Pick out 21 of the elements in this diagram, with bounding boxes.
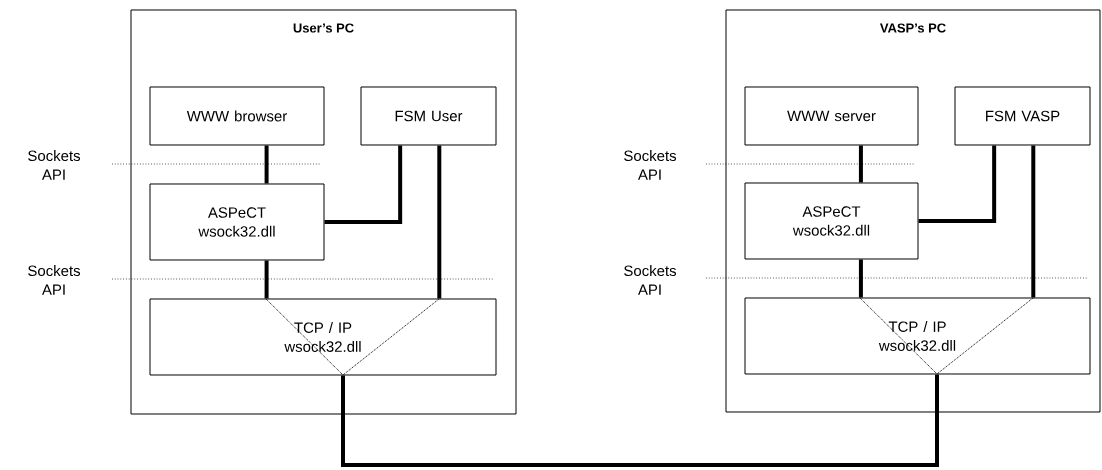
connector-line [437, 145, 442, 299]
api-label: Sockets API [28, 265, 81, 295]
layer-box: TCP / IP wsock32.dll [744, 297, 1091, 375]
connector-line [264, 260, 269, 299]
connector-line [858, 145, 863, 183]
layer-box: WWW browser [149, 86, 325, 146]
connector-line [918, 145, 997, 223]
connector-line [858, 259, 863, 298]
connector-line [1031, 145, 1036, 298]
layer-box: ASPeCT wsock32.dll [149, 183, 325, 261]
connector-line [341, 374, 939, 467]
layer-box: WWW server [744, 86, 919, 146]
layer-box: FSM VASP [954, 86, 1091, 146]
layer-box: FSM User [360, 86, 497, 146]
connector-line [324, 145, 403, 224]
layer-box: TCP / IP wsock32.dll [149, 298, 497, 376]
api-label: Sockets API [28, 150, 81, 180]
api-label: Sockets API [624, 150, 677, 180]
layer-box: ASPeCT wsock32.dll [744, 182, 919, 260]
connector-line [264, 145, 269, 184]
api-label: Sockets API [624, 265, 677, 295]
